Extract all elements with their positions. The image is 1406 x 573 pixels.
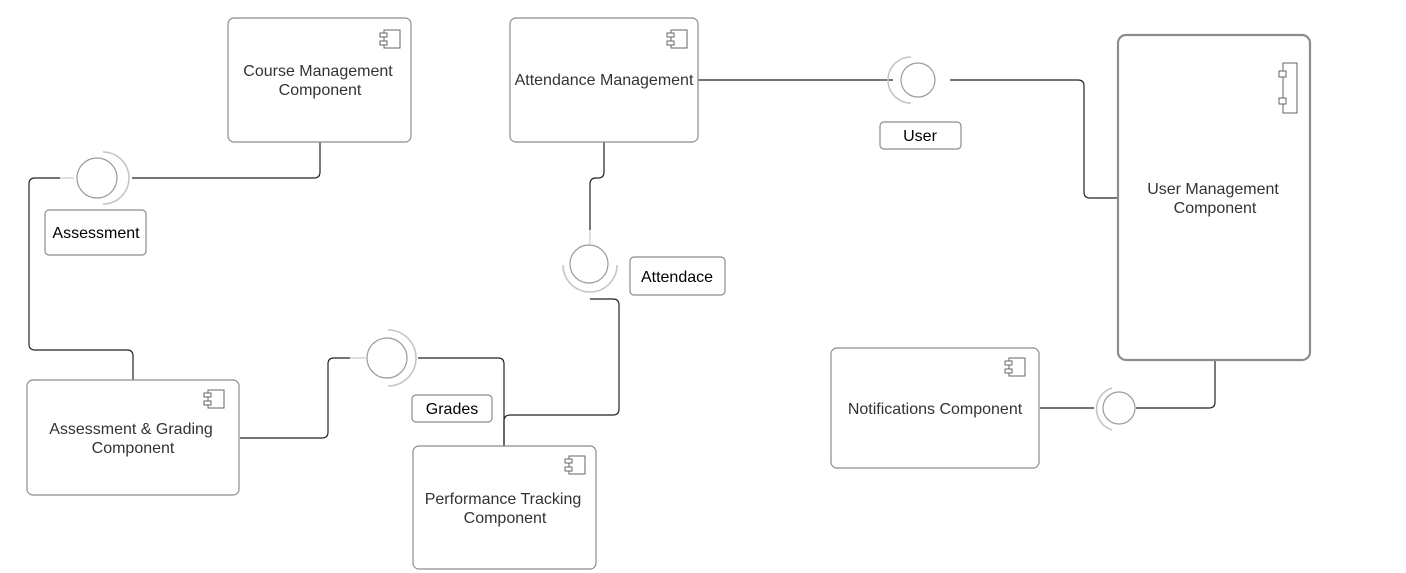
attendance-interface-text: Attendace — [641, 269, 713, 286]
performance-tracking-line2: Component — [464, 510, 547, 527]
user-management-line1: User Management — [1147, 181, 1279, 198]
course-management-line1: Course Management — [243, 63, 393, 80]
notifications-component[interactable]: Notifications Component — [830, 347, 1040, 469]
attendance-management-component[interactable]: Attendance Management — [509, 17, 699, 143]
connector-user-mgmt — [950, 79, 1118, 199]
component-icon — [666, 29, 688, 49]
attendance-interface-symbol — [562, 244, 618, 293]
connector-assessment-grading — [28, 177, 134, 380]
assessment-interface-text: Assessment — [52, 225, 140, 242]
component-icon — [379, 29, 401, 49]
assessment-grading-line2: Component — [92, 440, 175, 457]
component-icon — [564, 455, 586, 475]
connector-grading-grades — [240, 357, 350, 439]
connector-iface-user-mgmt — [1136, 361, 1216, 409]
connector-attendance-mgmt-down — [589, 142, 605, 230]
component-icon — [1004, 357, 1026, 377]
course-management-component[interactable]: Course Management Component — [227, 17, 412, 143]
grades-interface-symbol — [366, 329, 417, 387]
assessment-grading-line1: Assessment & Grading — [49, 421, 213, 438]
grades-interface-text: Grades — [426, 401, 478, 418]
grades-interface-label: Grades — [411, 394, 493, 423]
user-interface-text: User — [903, 128, 937, 145]
component-icon — [203, 389, 225, 409]
assessment-interface-symbol — [76, 151, 130, 205]
connector-attendance-performance — [503, 298, 620, 446]
assessment-interface-label: Assessment — [44, 209, 147, 256]
user-management-line2: Component — [1174, 200, 1257, 217]
connector-grades-performance — [418, 357, 505, 446]
component-icon — [1278, 62, 1298, 114]
attendance-management-line1: Attendance Management — [515, 72, 694, 89]
notifications-interface-symbol — [1095, 387, 1136, 431]
user-interface-label: User — [879, 121, 962, 150]
user-management-component[interactable]: User Management Component — [1116, 33, 1312, 362]
connector-course-assessment — [132, 142, 321, 179]
performance-tracking-line1: Performance Tracking — [425, 491, 582, 508]
attendance-interface-label: Attendace — [629, 256, 726, 296]
course-management-line2: Component — [279, 82, 362, 99]
assessment-grading-component[interactable]: Assessment & Grading Component — [26, 379, 240, 496]
user-interface-symbol — [887, 56, 936, 104]
performance-tracking-component[interactable]: Performance Tracking Component — [412, 445, 597, 570]
notifications-line1: Notifications Component — [848, 401, 1023, 418]
